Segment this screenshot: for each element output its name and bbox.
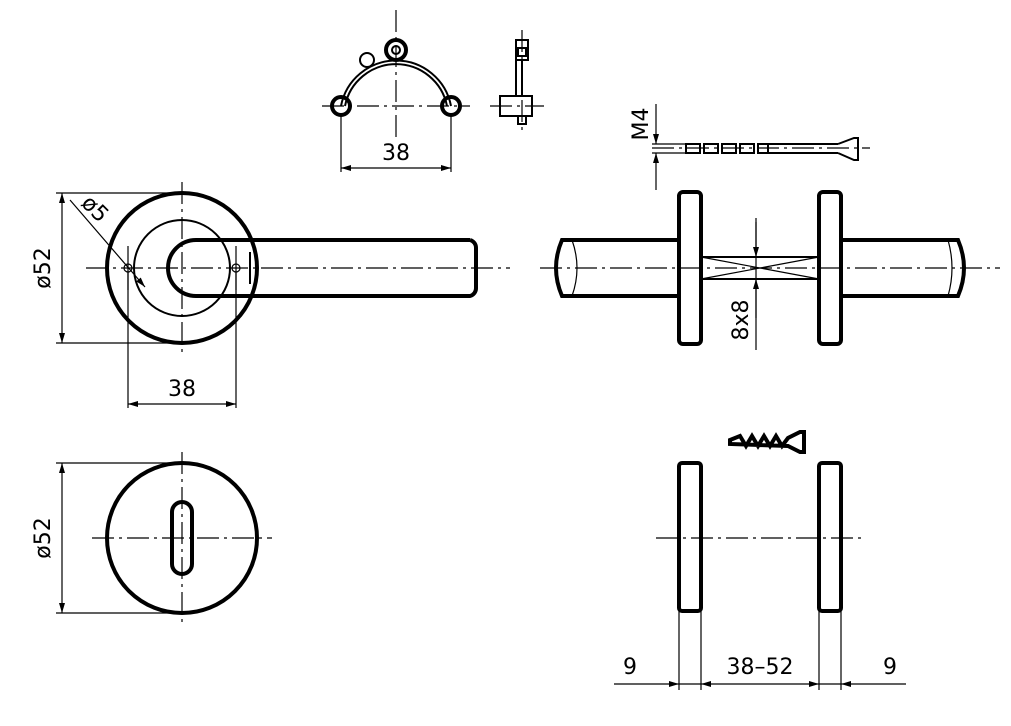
- lever-front-view: ø52 ø5 38: [31, 182, 510, 408]
- top-spacing-label: 38: [382, 141, 410, 166]
- escutcheon-diameter-label: ø52: [31, 517, 56, 558]
- right-thickness-label: 9: [883, 655, 897, 680]
- lever-side-view: 8x8: [540, 190, 1000, 350]
- spindle-size-label: 8x8: [729, 299, 754, 340]
- m4-screw: M4: [629, 104, 870, 190]
- left-thickness-label: 9: [623, 655, 637, 680]
- clip-side-view: [490, 30, 544, 130]
- wood-screw: [728, 430, 806, 454]
- screw-thread-label: M4: [629, 108, 654, 141]
- front-spacing-label: 38: [168, 377, 196, 402]
- front-rosette-diameter-label: ø52: [31, 247, 56, 288]
- hole-diameter-label: ø5: [76, 191, 113, 228]
- escutcheon-front-view: ø52: [31, 452, 272, 624]
- door-thickness-label: 38–52: [727, 655, 794, 680]
- rosette-back-view: 38: [322, 10, 470, 172]
- rosette-pair-side-view: 9 38–52 9: [614, 461, 906, 690]
